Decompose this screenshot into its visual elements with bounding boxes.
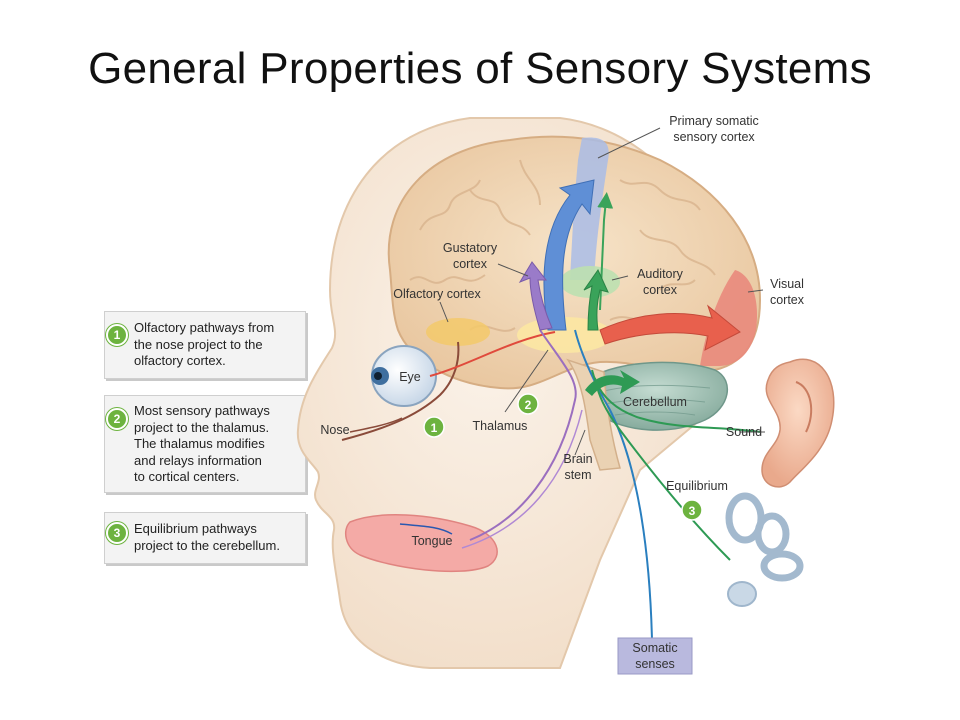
label-thalamus: Thalamus [473, 419, 528, 433]
note-text-1: Olfactory pathways from the nose project… [134, 320, 275, 368]
marker-3: 3 [681, 499, 703, 521]
marker-2-text: 2 [525, 398, 532, 412]
label-olfactory: Olfactory cortex [393, 287, 481, 301]
note-box-3 [104, 512, 306, 564]
label-visual-2: cortex [770, 293, 805, 307]
slide-title: General Properties of Sensory Systems [88, 44, 872, 93]
leader-visual [747, 289, 764, 293]
label-somatic-2: senses [635, 657, 675, 671]
label-somatic-1: Somatic [632, 641, 677, 655]
visual-arrow [599, 304, 741, 351]
leader-olfactory [439, 301, 449, 323]
note-box-2 [104, 395, 306, 493]
label-gustatory-1: Gustatory [443, 241, 498, 255]
auditory-pathway [591, 369, 761, 433]
tongue [344, 514, 498, 573]
ear [761, 358, 835, 488]
leader-thalamus [504, 349, 549, 413]
label-primary-somatic-2: sensory cortex [673, 130, 755, 144]
gustatory-pathway [469, 329, 577, 541]
leader-somatic [597, 127, 661, 159]
somatic-senses-box [617, 637, 693, 675]
label-nose: Nose [320, 423, 349, 437]
gustatory-arrow [518, 261, 553, 331]
leader-auditory [611, 275, 629, 281]
label-cerebellum: Cerebellum [623, 395, 687, 409]
inner-ear [725, 492, 804, 582]
brain-folds [409, 159, 716, 332]
marker-2: 2 [517, 393, 539, 415]
somatic-pathway [574, 329, 653, 641]
label-sound: Sound [726, 425, 762, 439]
optic-pathway [429, 331, 556, 377]
label-eye: Eye [399, 370, 421, 384]
label-auditory-1: Auditory [637, 267, 684, 281]
note-badge-2: 2 [106, 408, 128, 430]
marker-1: 1 [423, 416, 445, 438]
marker-3-text: 3 [689, 504, 696, 518]
auditory-arrow [583, 268, 609, 331]
label-auditory-2: cortex [643, 283, 678, 297]
label-gustatory-2: cortex [453, 257, 488, 271]
note-text-3: Equilibrium pathways project to the cere… [134, 521, 280, 553]
note-box-1 [104, 311, 306, 379]
note-badge-3: 3 [106, 522, 128, 544]
marker-1-text: 1 [431, 421, 438, 435]
label-brain-2: stem [564, 468, 591, 482]
label-tongue: Tongue [411, 534, 452, 548]
olfactory-cortex-region [426, 318, 490, 346]
label-primary-somatic-1: Primary somatic [669, 114, 759, 128]
cerebellum-arrow [585, 370, 640, 396]
label-brain-1: Brain [563, 452, 592, 466]
label-visual-1: Visual [770, 277, 804, 291]
note-text-2: Most sensory pathways project to the tha… [134, 403, 270, 484]
leader-gustatory [497, 263, 529, 277]
note-badge-1: 1 [106, 324, 128, 346]
leader-brainstem [574, 429, 586, 456]
olfactory-pathway [341, 341, 460, 441]
label-equilibrium: Equilibrium [666, 479, 728, 493]
equilibrium-pathway [594, 377, 731, 561]
